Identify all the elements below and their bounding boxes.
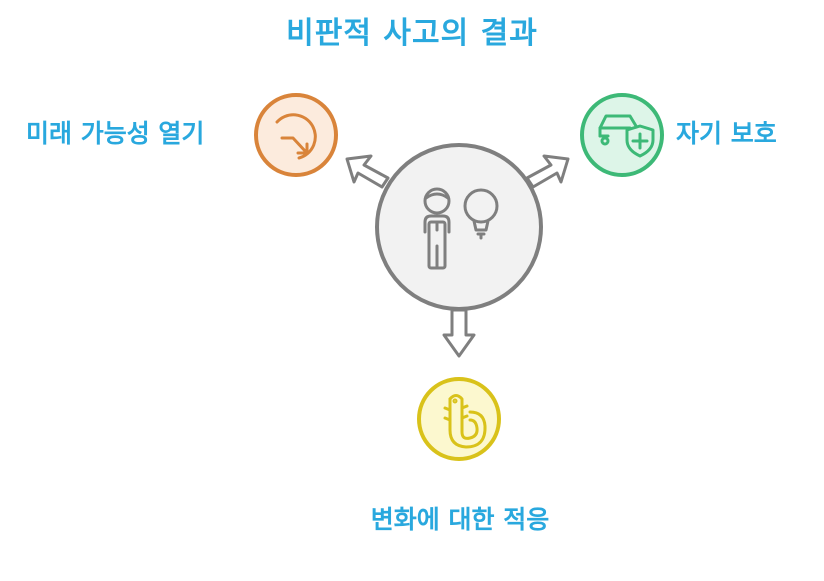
node-bottom-circle [417, 377, 501, 461]
page-title: 비판적 사고의 결과 [286, 16, 538, 51]
arrow-right [525, 154, 570, 189]
car-shield-icon [598, 114, 655, 158]
center-hub [375, 143, 543, 311]
clock-arrow-icon [275, 113, 317, 160]
arrow-left [345, 154, 390, 189]
node-right-circle [580, 93, 664, 177]
node-bottom-label: 변화에 대한 적응 [370, 505, 550, 534]
arrow-down [442, 308, 476, 358]
node-left-circle [254, 93, 338, 177]
node-left-label: 미래 가능성 열기 [26, 119, 205, 148]
node-right-label: 자기 보호 [676, 119, 777, 148]
lizard-icon [443, 394, 487, 449]
person-lightbulb-icon [423, 187, 499, 270]
